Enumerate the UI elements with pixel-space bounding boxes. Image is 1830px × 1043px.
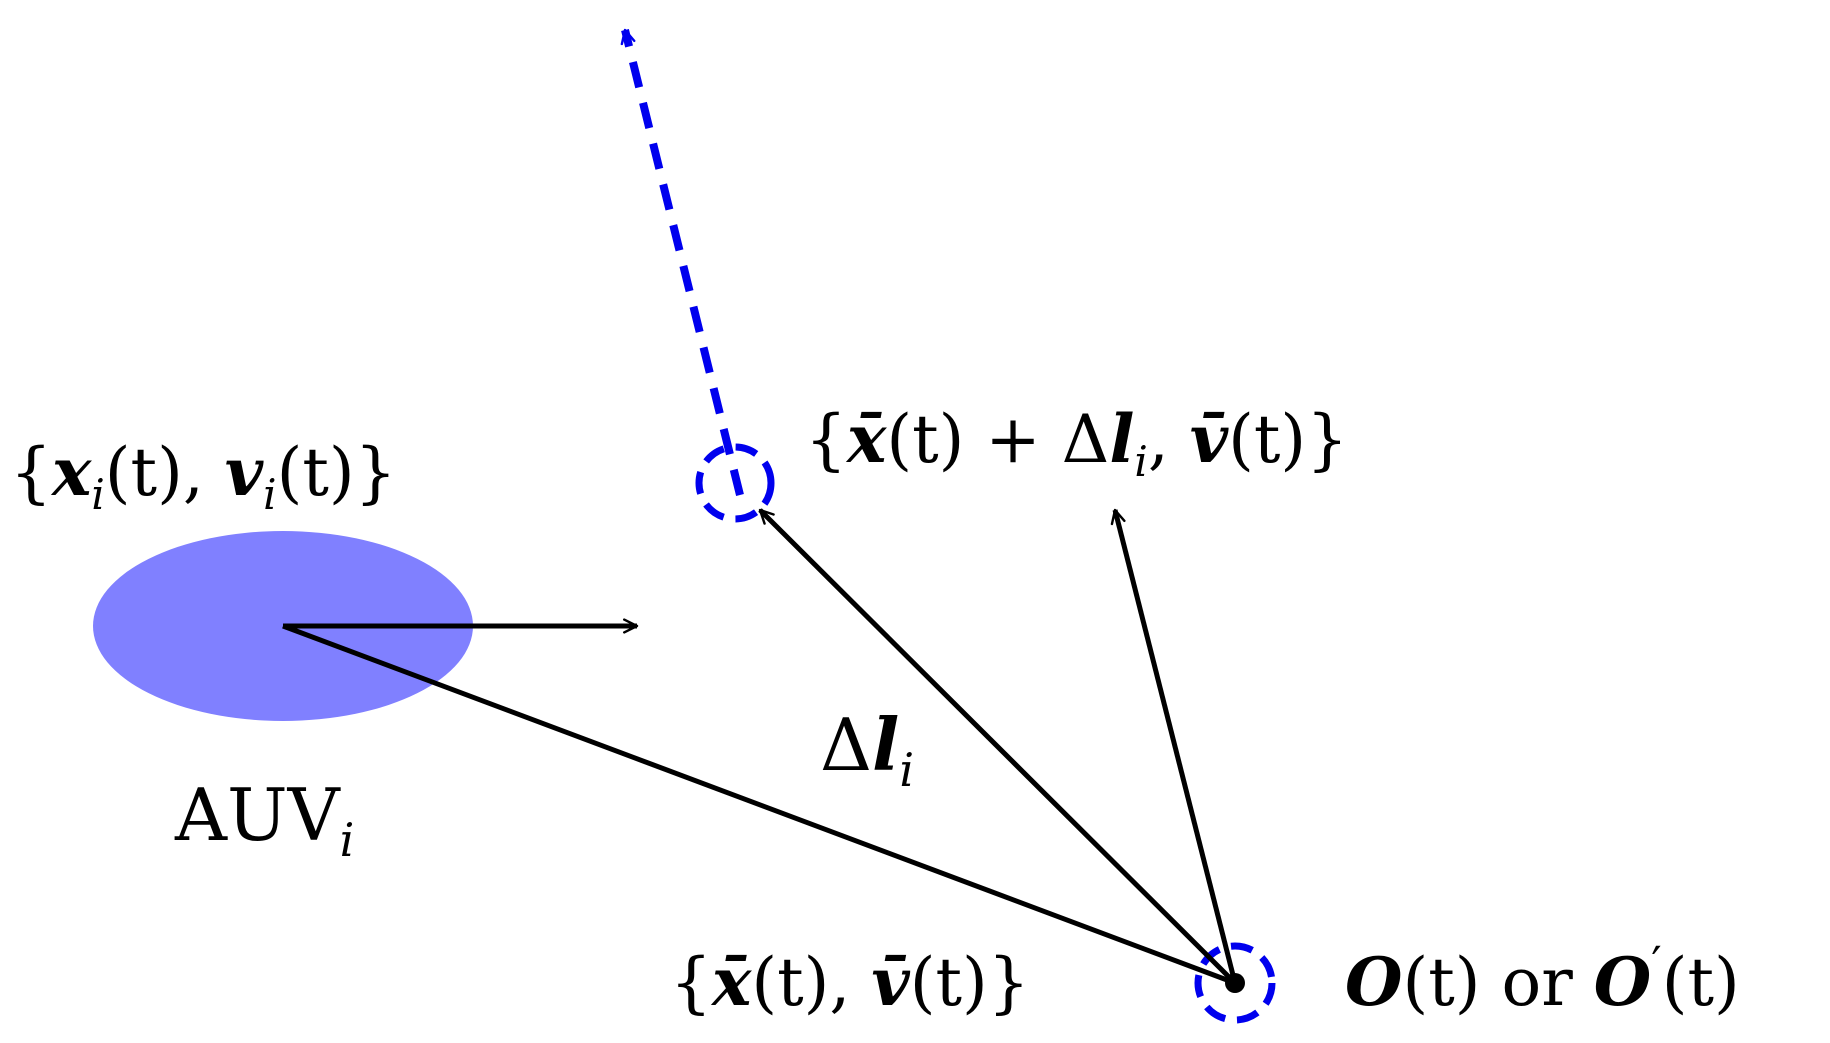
auv-name-label: AUVi [174, 773, 354, 867]
origin-point [1225, 973, 1245, 993]
leader-state-label: {x̄(t), v̄(t)} [670, 943, 1030, 1021]
desired-trajectory-arrow [620, 28, 744, 496]
delta-l-arrow [758, 508, 1237, 985]
target-position-marker [695, 443, 775, 523]
origin-label: O(t) or O′(t) [1345, 936, 1740, 1021]
target-state-label: {x̄(t) + Δli, v̄(t)} [805, 400, 1348, 486]
leader-velocity-arrow [1110, 508, 1238, 984]
origin-position-marker [1194, 942, 1276, 1024]
auv-state-label: {xi(t), vi(t)} [10, 433, 397, 519]
origin-to-auv-line [282, 623, 1236, 986]
delta-l-label: Δli [820, 702, 914, 797]
